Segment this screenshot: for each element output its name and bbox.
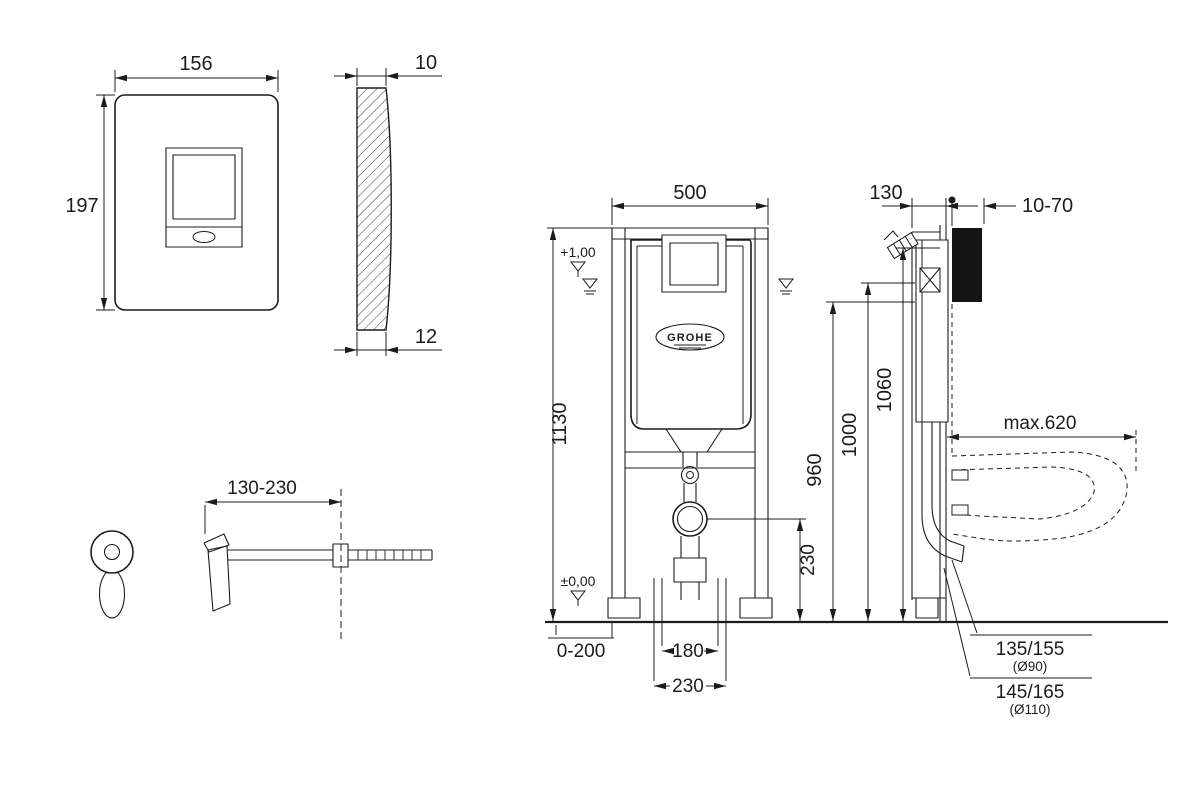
pipe-connector <box>680 465 700 485</box>
dim-label-frame-height: 1130 <box>549 402 571 445</box>
dim-label-height-960: 960 <box>804 453 826 486</box>
dim-frame-width: 500 <box>611 182 769 225</box>
outlet-a-label: 135/155 <box>996 639 1065 660</box>
water-level-icon <box>777 278 795 295</box>
dim-plate-thickness-top: 10 <box>334 52 442 86</box>
dim-bracket-range: 130-230 <box>204 478 341 534</box>
drain-bend <box>673 557 707 583</box>
supply-hose-icon <box>886 231 919 260</box>
brand-logo-text: GROHE <box>667 332 713 344</box>
brand-logo: GROHE <box>655 323 725 351</box>
wall-anchor-view <box>90 530 134 619</box>
dim-label-height-1060: 1060 <box>874 368 896 413</box>
dim-label-thickness-bottom: 12 <box>415 326 437 348</box>
flush-button-oval <box>192 231 216 243</box>
flush-opening-inner <box>669 242 719 286</box>
dim-max-depth: max.620 <box>947 413 1137 472</box>
threaded-rod <box>357 550 422 560</box>
reference-dot <box>948 196 956 204</box>
flush-plate-side-view: 10 12 <box>334 52 442 356</box>
level-label-top: +1,00 <box>560 244 596 260</box>
flush-button-inner <box>172 154 236 220</box>
side-flush-pipe <box>921 422 978 677</box>
dim-label-plate-height: 197 <box>65 195 98 217</box>
inlet-valve-icon <box>919 267 941 293</box>
dim-label-foot-adjust: 0-200 <box>557 641 606 662</box>
frame-right-foot <box>739 597 773 619</box>
flush-plate-outline <box>114 94 279 311</box>
water-level-icon <box>581 278 599 295</box>
frame-right-rail <box>754 227 769 619</box>
outlet-option-b: 145/165 (Ø110) <box>970 677 1092 717</box>
side-foot <box>915 597 939 619</box>
dim-label-wall-thickness: 10-70 <box>1022 195 1073 217</box>
level-mark-top: +1,00 <box>560 244 596 277</box>
dim-plate-width: 156 <box>114 53 279 92</box>
flush-button-outer <box>165 147 243 248</box>
bracket-plate-top <box>203 533 230 553</box>
outlet-b-diameter: (Ø110) <box>1009 702 1050 717</box>
dim-label-drain-spacing: 180 <box>672 641 704 662</box>
dim-label-thickness-top: 10 <box>415 52 437 74</box>
dim-height-1000: 1000 <box>839 282 915 621</box>
supply-valve-icon <box>883 230 899 241</box>
level-mark-floor: ±0,00 <box>561 573 596 606</box>
wall-finish-zone <box>952 228 982 302</box>
anchor-slot <box>98 569 126 619</box>
pipe-position-lines <box>653 578 727 681</box>
dim-plate-height: 197 <box>65 94 115 311</box>
dim-drain-spacing: 180 <box>662 641 718 662</box>
dim-outlet-height: 230 <box>707 518 819 621</box>
outlet-connector <box>672 501 708 537</box>
dim-height-960: 960 <box>804 301 915 621</box>
dim-label-height-1000: 1000 <box>839 413 861 458</box>
outlet-a-diameter: (Ø90) <box>1013 659 1048 674</box>
cistern-outline <box>630 239 752 430</box>
dim-height-1060: 1060 <box>874 247 940 621</box>
flush-plate-front-view: 156 197 <box>65 53 279 311</box>
dim-label-supply-spacing: 230 <box>672 676 704 697</box>
frame-left-rail <box>611 227 626 619</box>
dim-plate-thickness-bottom: 12 <box>334 326 442 356</box>
dim-foot-adjust: 0-200 <box>548 622 614 662</box>
dim-label-frame-depth: 130 <box>869 182 902 204</box>
dim-wall-thickness: 10-70 <box>983 195 1073 224</box>
outlet-option-a: 135/155 (Ø90) <box>970 634 1092 674</box>
wall-bracket-view: 130-230 <box>203 478 433 641</box>
level-label-floor: ±0,00 <box>561 573 596 589</box>
cistern-side <box>915 239 949 423</box>
dim-label-frame-width: 500 <box>673 182 706 204</box>
frame-side-view: 130 10-70 960 1000 1060 <box>804 182 1137 717</box>
dim-supply-spacing: 230 <box>654 676 726 697</box>
plate-side-profile <box>356 87 392 331</box>
frame-front-view: GROHE <box>547 182 819 697</box>
dim-label-outlet-height: 230 <box>798 544 819 576</box>
dim-frame-height: 1130 <box>547 227 612 621</box>
dim-label-plate-width: 156 <box>179 53 212 75</box>
frame-left-foot <box>607 597 641 619</box>
anchor-head <box>90 530 134 574</box>
dim-label-max-depth: max.620 <box>1004 413 1077 434</box>
outlet-b-label: 145/165 <box>996 682 1065 703</box>
flush-pipe <box>665 428 723 600</box>
dim-label-bracket-range: 130-230 <box>227 478 297 499</box>
bracket-plate <box>207 545 231 612</box>
anchor-center <box>103 543 121 561</box>
dim-frame-depth: 130 <box>869 182 978 228</box>
toilet-bowl-outline <box>951 451 1128 542</box>
